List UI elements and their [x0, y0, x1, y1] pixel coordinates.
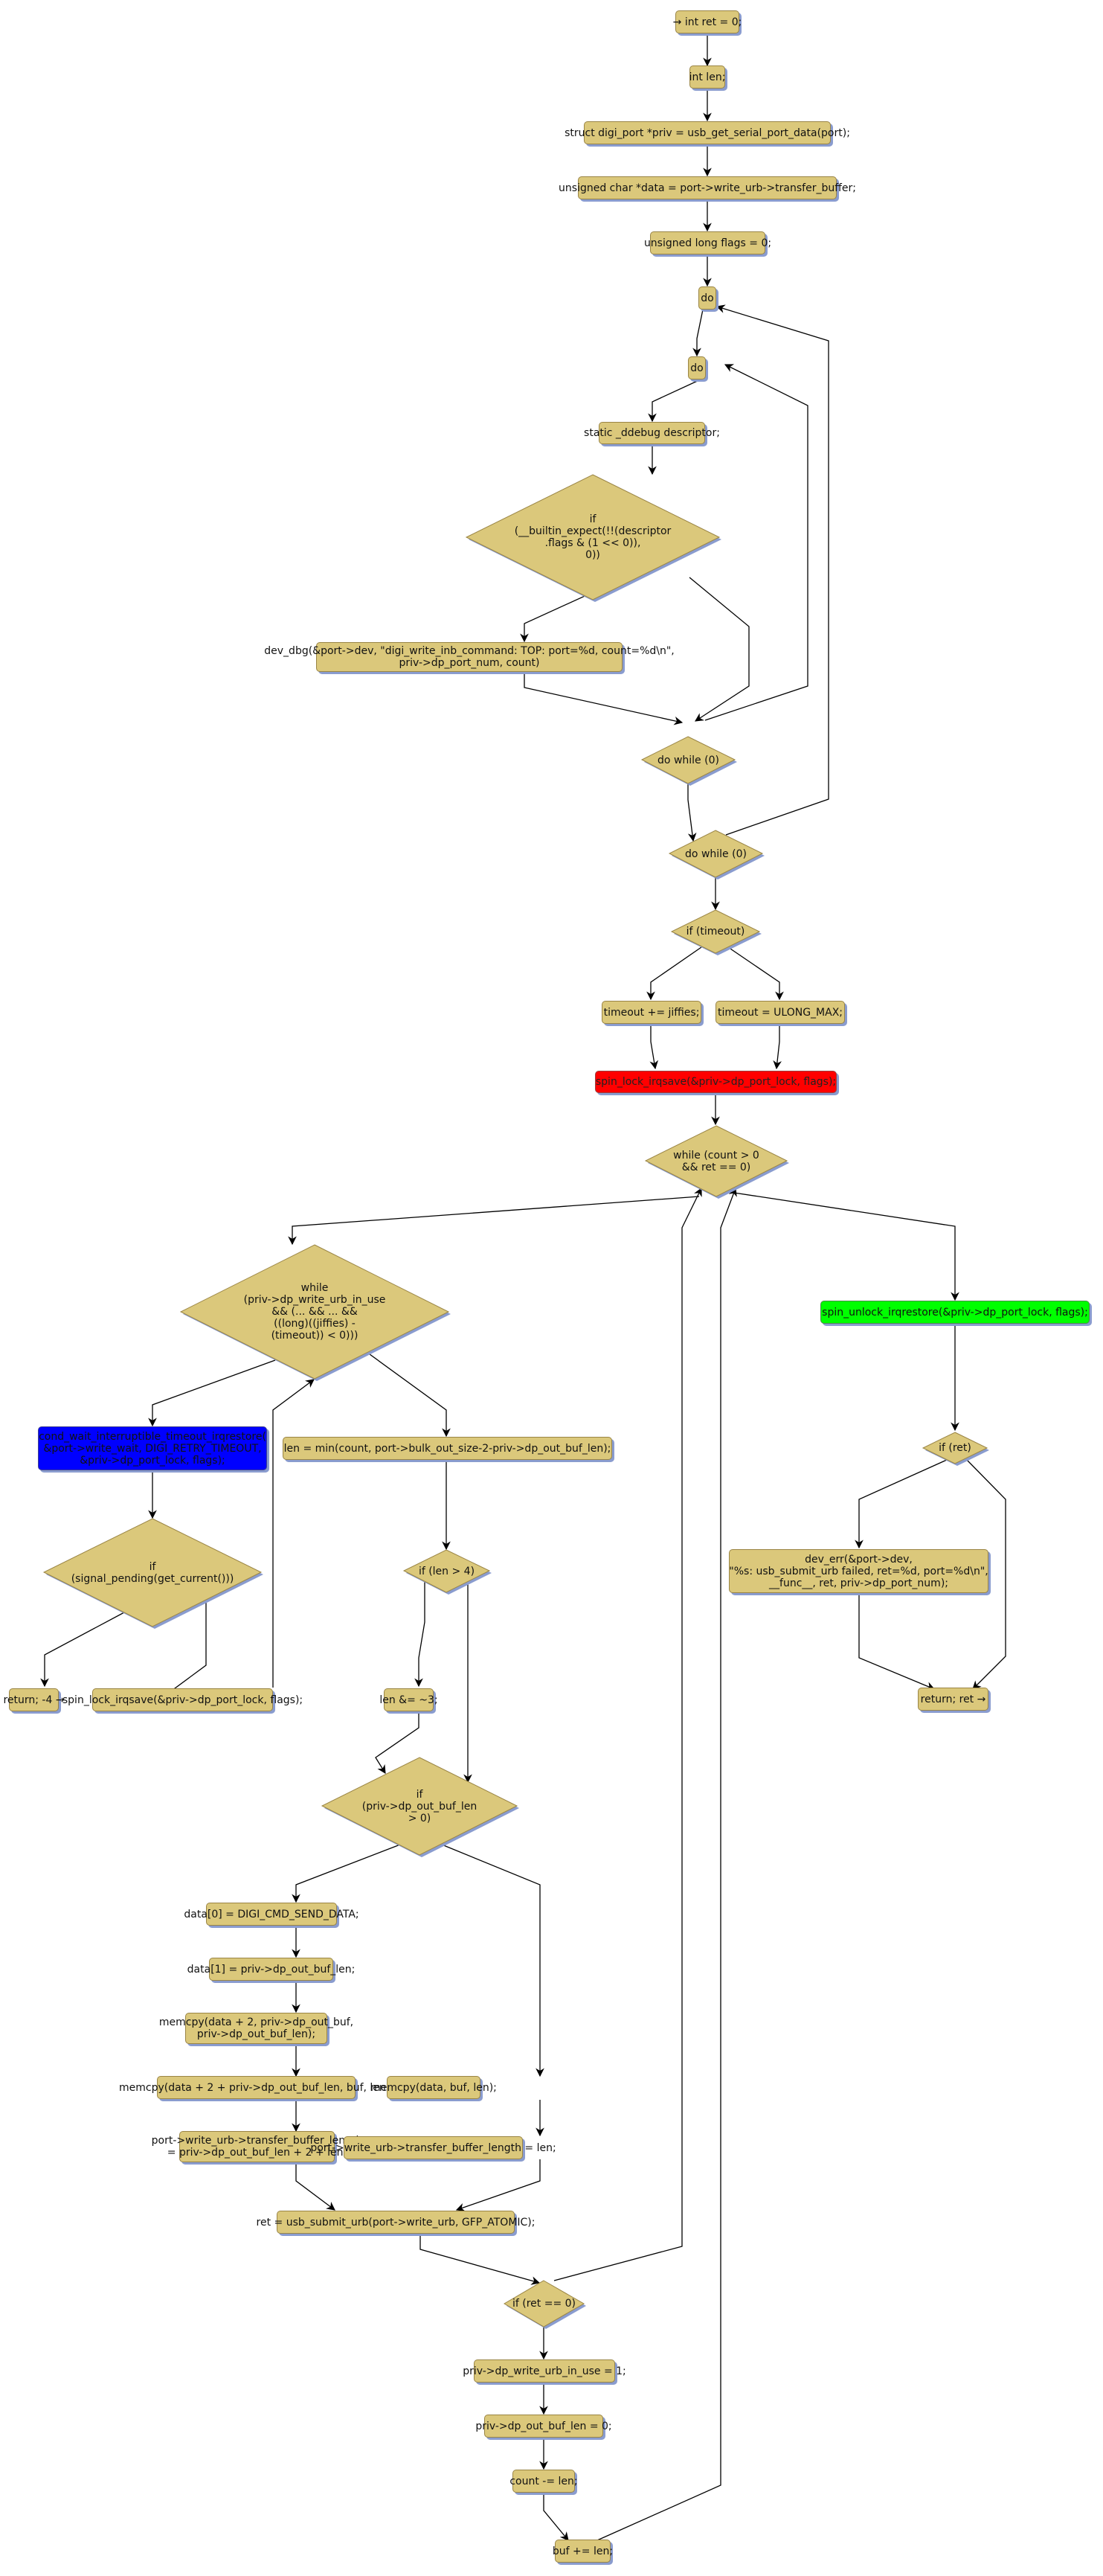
node-if-ddebug[interactable]: if (__builtin_expect(!!(descriptor .flag… [465, 474, 721, 602]
node-label: if (ret == 0) [512, 2298, 576, 2310]
diamond-shape [402, 1549, 492, 1595]
node-dev-err[interactable]: dev_err(&port->dev, "%s: usb_submit_urb … [729, 1549, 988, 1593]
edge-n31-n34 [295, 2162, 335, 2211]
edge-n17-n18 [288, 1196, 700, 1246]
node-label: if (len > 4) [418, 1565, 475, 1577]
node-if-out-buf-len[interactable]: if (priv->dp_out_buf_len > 0) [321, 1757, 519, 1857]
diamond-shape [644, 1125, 789, 1199]
node-label: while (priv->dp_write_urb_in_use && (...… [243, 1282, 386, 1342]
node-return-neg4[interactable]: return; -4 → [3, 1688, 65, 1711]
node-data1[interactable]: data[1] = priv->dp_out_buf_len; [187, 1958, 355, 1981]
node-label: if (signal_pending(get_current())) [71, 1560, 234, 1585]
node-usb-submit-urb[interactable]: ret = usb_submit_urb(port->write_urb, GF… [257, 2211, 535, 2234]
node-while-count[interactable]: while (count > 0 && ret == 0) [644, 1125, 789, 1199]
edge-n42-n43 [858, 1592, 936, 1691]
edge-n12-n6 [715, 304, 829, 836]
edge-n33-n34 [455, 2159, 541, 2212]
node-int-ret[interactable]: → int ret = 0; [673, 10, 742, 33]
edge-n18-n23 [369, 1353, 451, 1438]
node-timeout-ulong-max[interactable]: timeout = ULONG_MAX; [715, 1001, 845, 1024]
node-if-ret-eq-0[interactable]: if (ret == 0) [504, 2280, 586, 2329]
edge-n34-n35 [419, 2232, 541, 2285]
diamond-shape [670, 909, 762, 955]
node-label: if (timeout) [686, 926, 745, 938]
node-memcpy-outbuf[interactable]: memcpy(data + 2, priv->dp_out_buf, priv-… [159, 2013, 353, 2044]
node-data0[interactable]: data[0] = DIGI_CMD_SEND_DATA; [184, 1903, 359, 1926]
node-label: if (priv->dp_out_buf_len > 0) [361, 1788, 477, 1824]
edge-n24-n25 [414, 1582, 425, 1688]
edge-n6-n7 [692, 309, 704, 357]
edge-n26-n32 [441, 1844, 544, 2077]
edge-n7-n8 [648, 379, 701, 423]
edge-n9-n11 [689, 577, 750, 722]
node-flags-decl[interactable]: unsigned long flags = 0; [644, 231, 771, 254]
node-do-while-inner[interactable]: do while (0) [640, 736, 737, 786]
edge-n41-n43 [965, 1458, 1006, 1690]
edge-n14-n16 [649, 1023, 659, 1070]
edge-n10-n11 [524, 671, 684, 725]
diamond-shape [321, 1757, 519, 1857]
edge-n13-n14 [646, 946, 702, 1001]
edge-n38-n39 [543, 2493, 569, 2541]
node-label: if (ret) [939, 1442, 971, 1454]
edge-n20-n21 [40, 1612, 125, 1688]
edge-n11-n12 [687, 783, 697, 842]
node-label: while (count > 0 && ret == 0) [673, 1149, 759, 1173]
node-priv-decl[interactable]: struct digi_port *priv = usb_get_serial_… [565, 121, 850, 144]
edge-n39-n17 [596, 1187, 737, 2541]
node-buf-inc[interactable]: buf += len; [553, 2540, 613, 2563]
edge-n22-n18 [272, 1379, 315, 1688]
node-do-outer[interactable]: do [698, 286, 716, 310]
node-len-min[interactable]: len = min(count, port->bulk_out_size-2-p… [283, 1437, 612, 1460]
edge-n41-n42 [855, 1459, 948, 1549]
edge-n11-n7 [704, 364, 808, 721]
node-if-signal-pending[interactable]: if (signal_pending(get_current())) [42, 1518, 263, 1629]
node-label: do while (0) [657, 754, 719, 766]
edge-n13-n15 [727, 946, 784, 1001]
node-ddebug-descriptor[interactable]: static _ddebug descriptor; [584, 422, 720, 444]
node-spin-unlock-irqrestore[interactable]: spin_unlock_irqrestore(&priv->dp_port_lo… [820, 1301, 1090, 1324]
diamond-shape [42, 1518, 263, 1629]
node-count-dec[interactable]: count -= len; [509, 2470, 578, 2493]
node-timeout-add-jiffies[interactable]: timeout += jiffies; [602, 1001, 701, 1024]
node-cond-wait[interactable]: cond_wait_interruptible_timeout_irqresto… [38, 1426, 267, 1470]
node-len-mask[interactable]: len &= ~3; [379, 1688, 438, 1711]
node-return-ret[interactable]: return; ret → [918, 1688, 988, 1711]
node-label: do while (0) [685, 848, 747, 860]
node-label: if (__builtin_expect(!!(descriptor .flag… [514, 513, 672, 561]
node-int-len[interactable]: int len; [689, 65, 725, 89]
edge-n18-n19 [148, 1359, 276, 1427]
diamond-shape [179, 1244, 451, 1381]
edge-n25-n26 [375, 1710, 419, 1774]
node-spin-lock-irqsave[interactable]: spin_lock_irqsave(&priv->dp_port_lock, f… [595, 1071, 837, 1093]
node-data-decl[interactable]: unsigned char *data = port->write_urb->t… [559, 176, 856, 199]
node-do-while-outer[interactable]: do while (0) [668, 830, 765, 880]
node-while-urb-in-use[interactable]: while (priv->dp_write_urb_in_use && (...… [179, 1244, 451, 1381]
diamond-shape [668, 830, 765, 880]
node-transfer-len[interactable]: port->write_urb->transfer_buffer_length … [310, 2136, 556, 2159]
diamond-shape [640, 736, 737, 786]
node-dev-dbg[interactable]: dev_dbg(&port->dev, "digi_write_inb_comm… [264, 642, 675, 672]
edge-n26-n27 [292, 1844, 401, 1903]
node-if-ret[interactable]: if (ret) [922, 1432, 989, 1466]
node-out-buf-len-reset[interactable]: priv->dp_out_buf_len = 0; [475, 2415, 612, 2438]
node-if-len-gt-4[interactable]: if (len > 4) [402, 1549, 492, 1595]
diamond-shape [922, 1432, 989, 1466]
node-if-timeout[interactable]: if (timeout) [670, 909, 762, 955]
node-do-inner[interactable]: do [688, 356, 706, 379]
diamond-shape [465, 474, 721, 602]
node-memcpy-buf-offset[interactable]: memcpy(data + 2 + priv->dp_out_buf_len, … [119, 2076, 393, 2099]
node-spin-lock-relock[interactable]: spin_lock_irqsave(&priv->dp_port_lock, f… [62, 1688, 303, 1711]
edge-n17-n40 [733, 1192, 959, 1301]
diamond-shape [504, 2280, 586, 2329]
edge-n15-n16 [773, 1023, 782, 1070]
edge-n35-n17 [553, 1187, 702, 2281]
node-urb-in-use[interactable]: priv->dp_write_urb_in_use = 1; [463, 2359, 626, 2383]
node-memcpy-data[interactable]: memcpy(data, buf, len); [370, 2076, 497, 2099]
